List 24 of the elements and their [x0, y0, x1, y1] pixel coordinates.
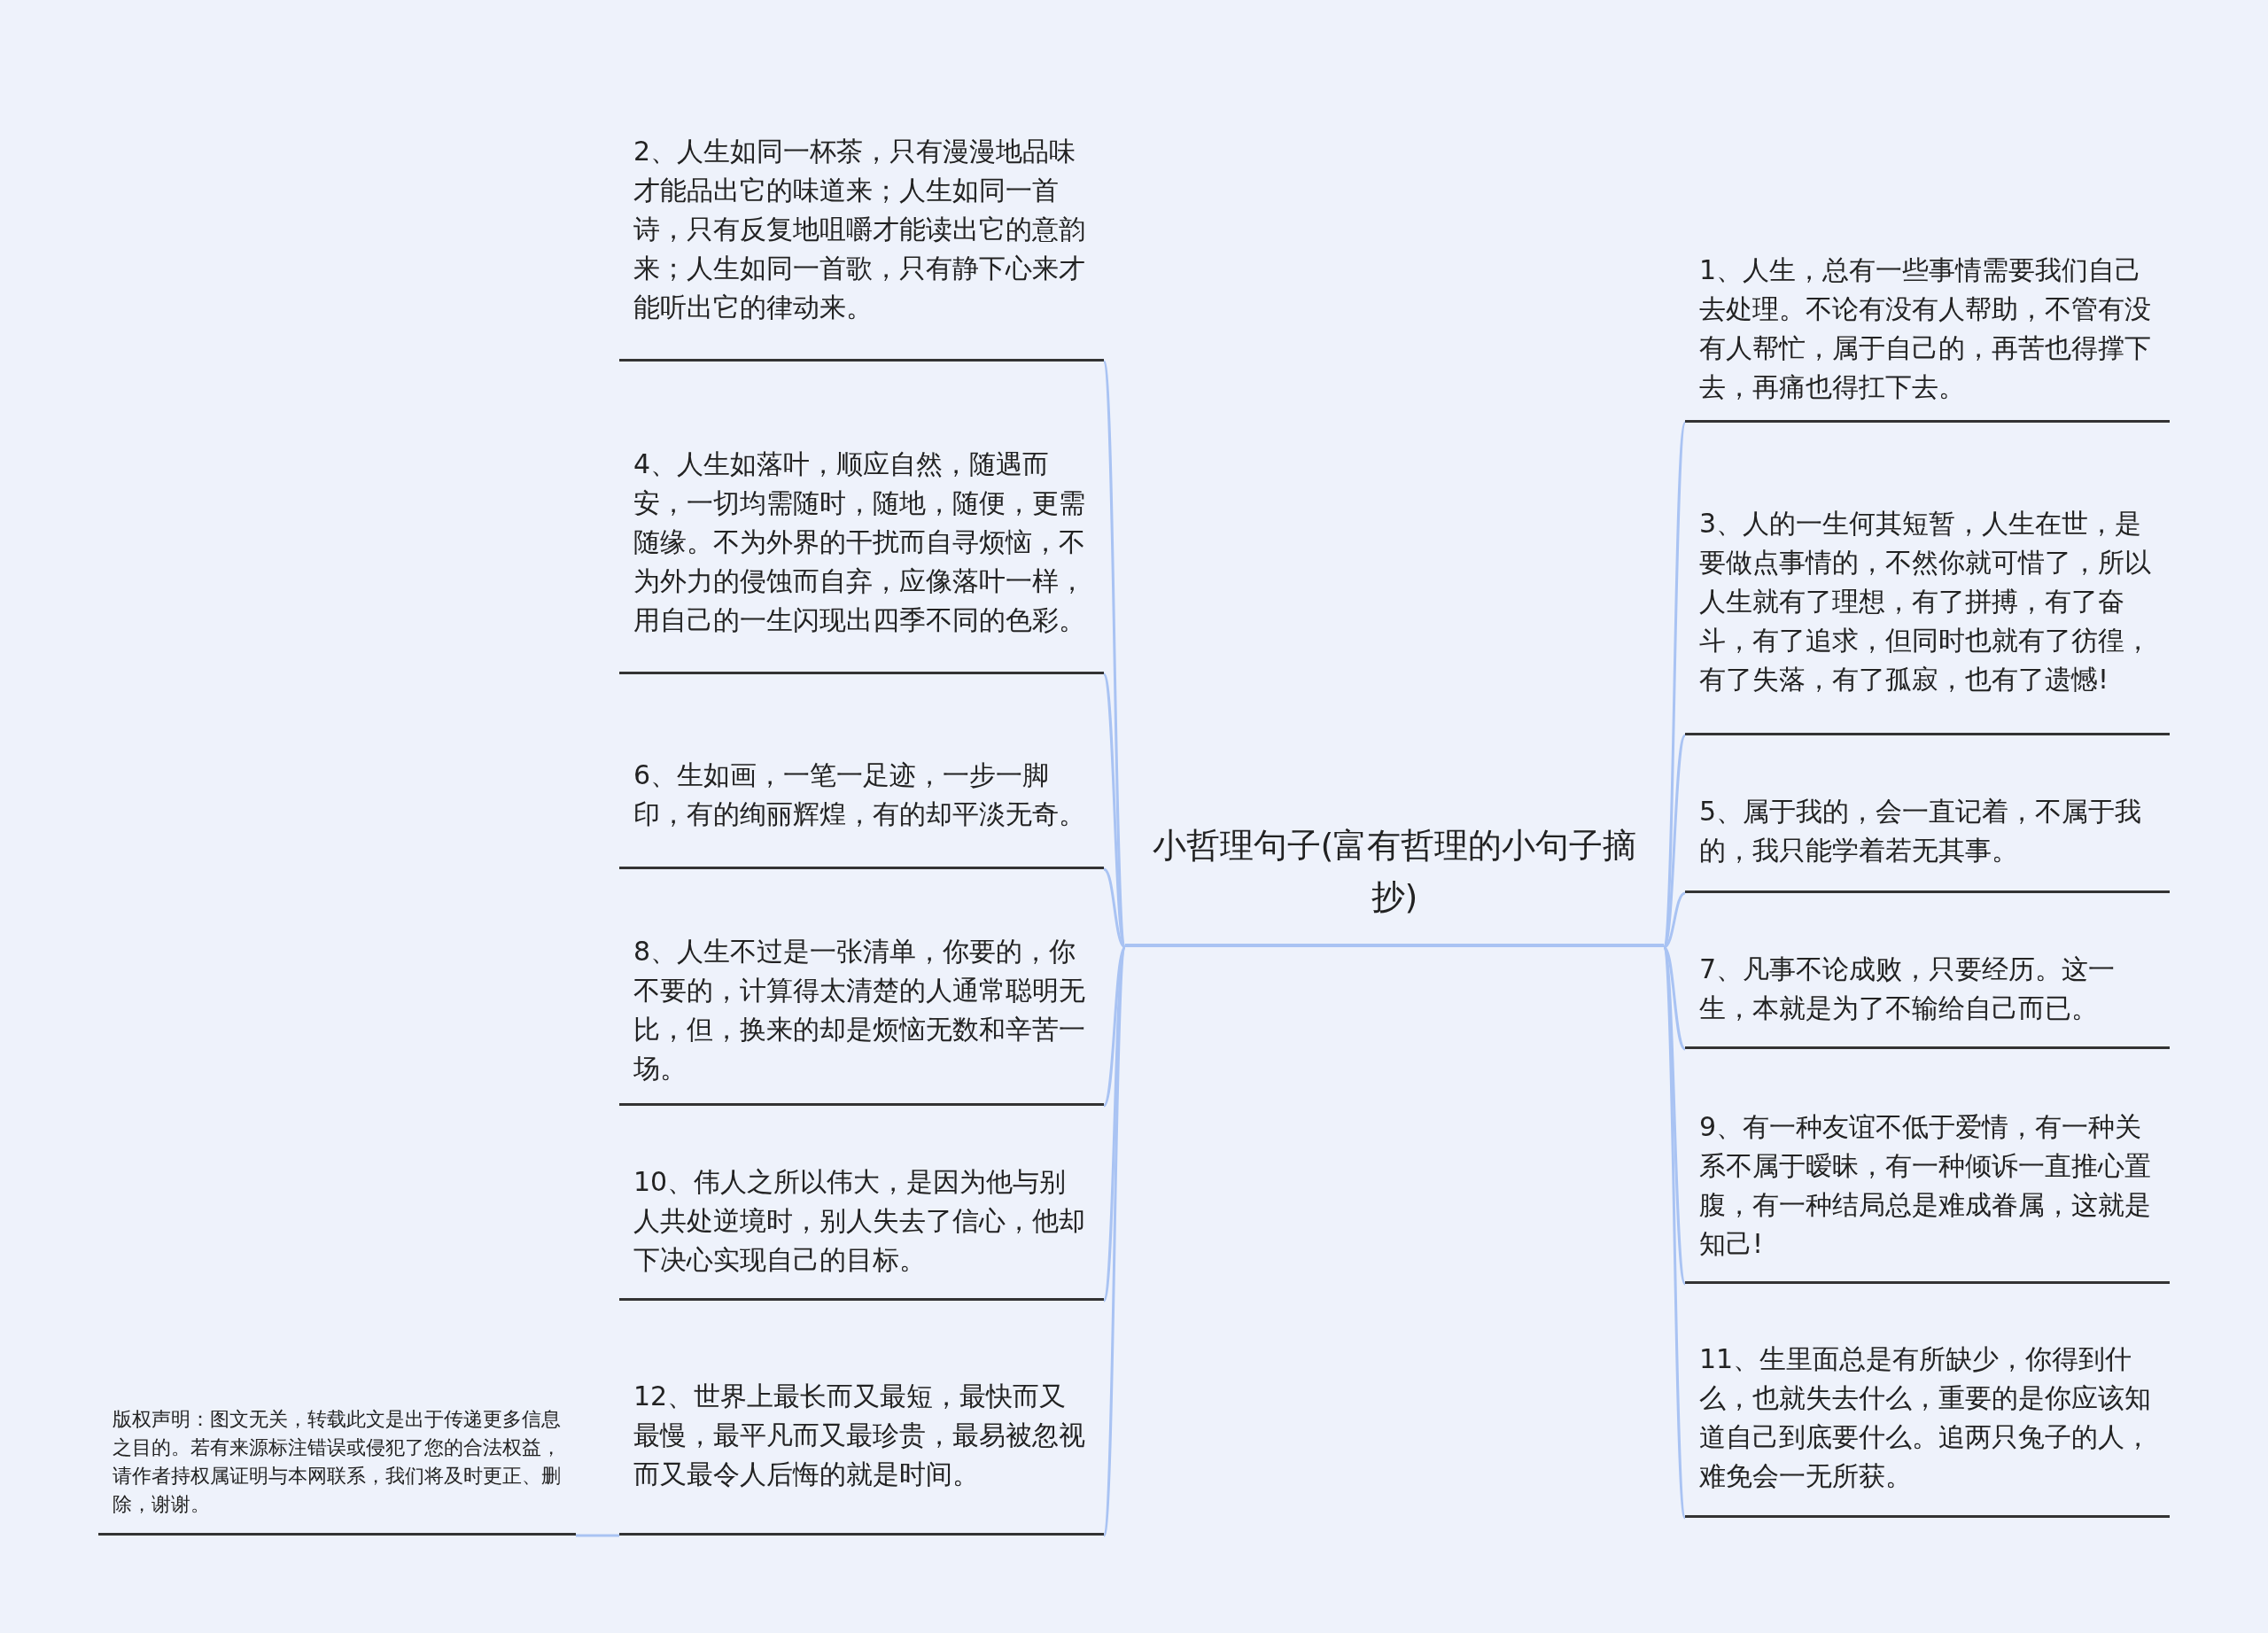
sentence-text: 7、凡事不论成败，只要经历。这一生，本就是为了不输给自己而已。 [1699, 952, 2117, 1025]
connector-line [1102, 946, 1127, 1302]
sentence-text: 12、世界上最长而又最短，最快而又最慢，最平凡而又最珍贵，最易被忽视而又最令人后悔的就是时间。 [633, 1380, 1086, 1491]
sentence-text: 6、生如画，一笔一足迹，一步一脚印，有的绚丽辉煌，有的却平淡无奇。 [633, 758, 1086, 831]
connector-line [1663, 945, 1686, 1051]
connector-line [1103, 867, 1126, 949]
connector-line [1102, 946, 1127, 1536]
connector-line [1662, 946, 1687, 1285]
connector-line [1662, 946, 1687, 1519]
sentence-text: 5、属于我的，会一直记着，不属于我的，我只能学着若无其事。 [1699, 794, 2143, 867]
sentence-text: 10、伟人之所以伟大，是因为他与别人共处逆境时，别人失去了信心，他却下决心实现自己的目标。 [633, 1164, 1086, 1277]
sentence-text: 3、人的一生何其短暂，人生在世，是要做点事情的，不然你就可惜了，所以人生就有了理想，有了拼搏，有了奋斗，有了追求，但同时也就有了彷徨，有了失落，有了孤寂，也有了遗憾! [1699, 506, 2152, 696]
connector-line [576, 1534, 619, 1537]
sentence-text: 11、生里面总是有所缺少，你得到什么，也就失去什么，重要的是你应该知道自己到底要什么。追两只兔子的人，难免会一无所获。 [1699, 1342, 2152, 1493]
connector-line [1662, 735, 1687, 948]
connector-line [1102, 673, 1127, 948]
sentence-text: 8、人生不过是一张清单，你要的，你不要的，计算得太清楚的人通常聪明无比，但，换来的却是烦恼无数和辛苦一场。 [633, 935, 1086, 1085]
sentence-text: 1、人生，总有一些事情需要我们自己去处理。不论有没有人帮助，不管有没有人帮忙，属于自己的，再苦也得撑下去，再痛也得扛下去。 [1699, 253, 2152, 404]
sentence-text: 2、人生如同一杯茶，只有漫漫地品味才能品出它的味道来；人生如同一首诗，只有反复地咀嚼才能读出它的意韵来；人生如同一首歌，只有静下心来才能听出它的律动来。 [633, 134, 1086, 324]
connector-line [1663, 891, 1686, 949]
sentence-text: 4、人生如落叶，顺应自然，随遇而安，一切均需随时，随地，随便，更需随缘。不为外界的干扰而自寻烦恼，不为外力的侵蚀而自弃，应像落叶一样，用自己的一生闪现出四季不同的色彩。 [633, 447, 1086, 637]
topic-text: 小哲理句子(富有哲理的小句子摘抄) [1151, 824, 1638, 918]
note-text: 版权声明：图文无关，转载此文是出于传递更多信息之目的。若有来源标注错误或侵犯了您的合法权益，请作者持权属证明与本网联系，我们将及时更正、删除，谢谢。 [113, 1407, 562, 1517]
sentence-text: 9、有一种友谊不低于爱情，有一种关系不属于暧昧，有一种倾诉一直推心置腹，有一种结局总是难成眷属，这就是知己! [1699, 1110, 2152, 1261]
